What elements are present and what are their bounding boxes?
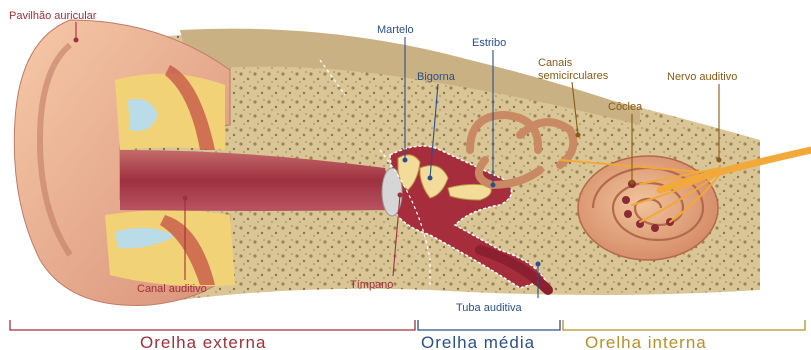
section-orelha-interna: Orelha interna (585, 333, 707, 350)
section-orelha-externa: Orelha externa (140, 333, 266, 350)
label-bigorna: Bigorna (417, 71, 456, 83)
label-canal-auditivo: Canal auditivo (137, 283, 207, 295)
section-orelha-media: Orelha média (421, 333, 535, 350)
label-tuba-auditiva: Tuba auditiva (456, 302, 523, 314)
label-martelo: Martelo (377, 24, 414, 36)
label-nervo-auditivo: Nervo auditivo (667, 71, 737, 83)
label-coclea: Cóclea (608, 101, 643, 113)
label-timpano: Tímpano (350, 279, 393, 291)
label-semicirculares: semicirculares (538, 70, 609, 82)
label-canais: Canais (538, 57, 573, 69)
label-estribo: Estribo (472, 37, 506, 49)
section-brackets (10, 320, 805, 330)
label-pavilhao-auricular: Pavilhão auricular (9, 10, 97, 22)
